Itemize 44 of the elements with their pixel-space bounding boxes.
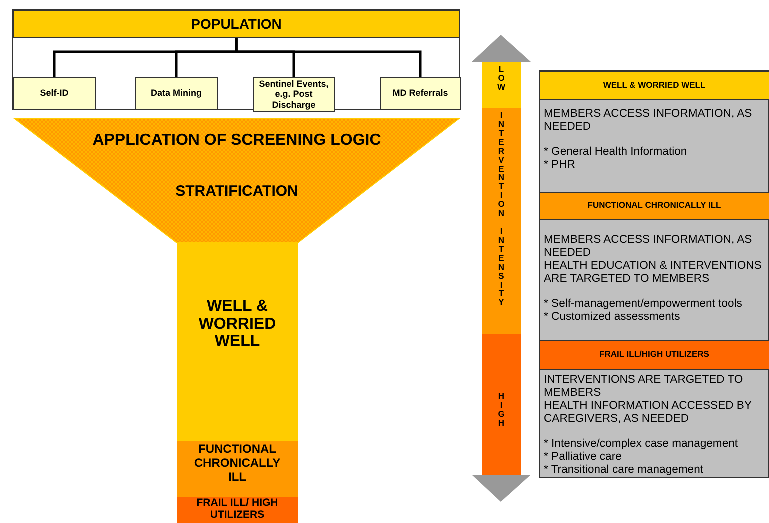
source-box — [13, 77, 96, 110]
description-text: * General Health Information — [544, 146, 688, 159]
tier-header — [540, 192, 769, 220]
connector-line — [235, 38, 422, 77]
tier-label: Self-ID — [40, 88, 69, 99]
intensity-segment — [482, 108, 521, 334]
description-text: INTERVENTIONS ARE TARGETED TO MEMBERS — [544, 374, 744, 400]
funnel-shape — [15, 119, 459, 243]
vertical-label: LOW — [497, 63, 506, 92]
tier-label: WELL & WORRIED WELL — [198, 298, 278, 351]
intensity-segment — [482, 334, 521, 475]
description-text: * Customized assessments — [544, 310, 682, 324]
tier-label: FRAIL ILL/HIGH UTILIZERS — [600, 350, 710, 360]
description-text: * Transitional care management — [544, 464, 704, 477]
tier-header — [540, 71, 769, 100]
tier-label: POPULATION — [190, 16, 283, 32]
description-text: MEMBERS ACCESS INFORMATION, AS NEEDED — [544, 234, 754, 260]
funnel-heading: APPLICATION OF SCREENING LOGIC — [92, 132, 382, 150]
intensity-segment — [482, 62, 521, 108]
description-text: * Self-management/empowerment tools — [544, 298, 744, 311]
tier-label: MD Referrals — [392, 88, 448, 99]
description-text: * PHR — [544, 158, 576, 172]
description-text: MEMBERS ACCESS INFORMATION, AS NEEDED — [544, 108, 754, 134]
tier-band — [177, 243, 298, 441]
tier-label: WELL & WORRIED WELL — [603, 80, 706, 90]
tier-label: Data Mining — [151, 88, 202, 99]
header-bar — [13, 10, 460, 38]
vertical-label: HIGH — [497, 390, 506, 428]
tier-label: FRAIL ILL/ HIGH UTILIZERS — [196, 498, 280, 522]
tier-label: FUNCTIONAL CHRONICALLY ILL — [193, 443, 282, 484]
tier-band — [177, 441, 298, 497]
description-text: HEALTH INFORMATION ACCESSED BY CAREGIVERS, AS NEEDED — [544, 400, 753, 426]
description-text: * Intensive/complex case management — [544, 438, 740, 451]
source-box — [253, 77, 335, 112]
description-text: * Palliative care — [544, 450, 623, 464]
tier-header — [540, 340, 769, 370]
vertical-label: INTERVENTION INTENSITY — [497, 109, 506, 308]
tier-band — [177, 497, 298, 523]
description-text: HEALTH EDUCATION & INTERVENTIONS ARE TARGETED TO MEMBERS — [544, 260, 763, 286]
funnel-subheading: STRATIFICATION — [174, 183, 300, 200]
tier-label: FUNCTIONAL CHRONICALLY ILL — [588, 201, 722, 211]
source-box — [380, 77, 461, 110]
tier-label: Sentinel Events, e.g. Post Discharge — [258, 78, 330, 110]
source-box — [135, 77, 218, 110]
